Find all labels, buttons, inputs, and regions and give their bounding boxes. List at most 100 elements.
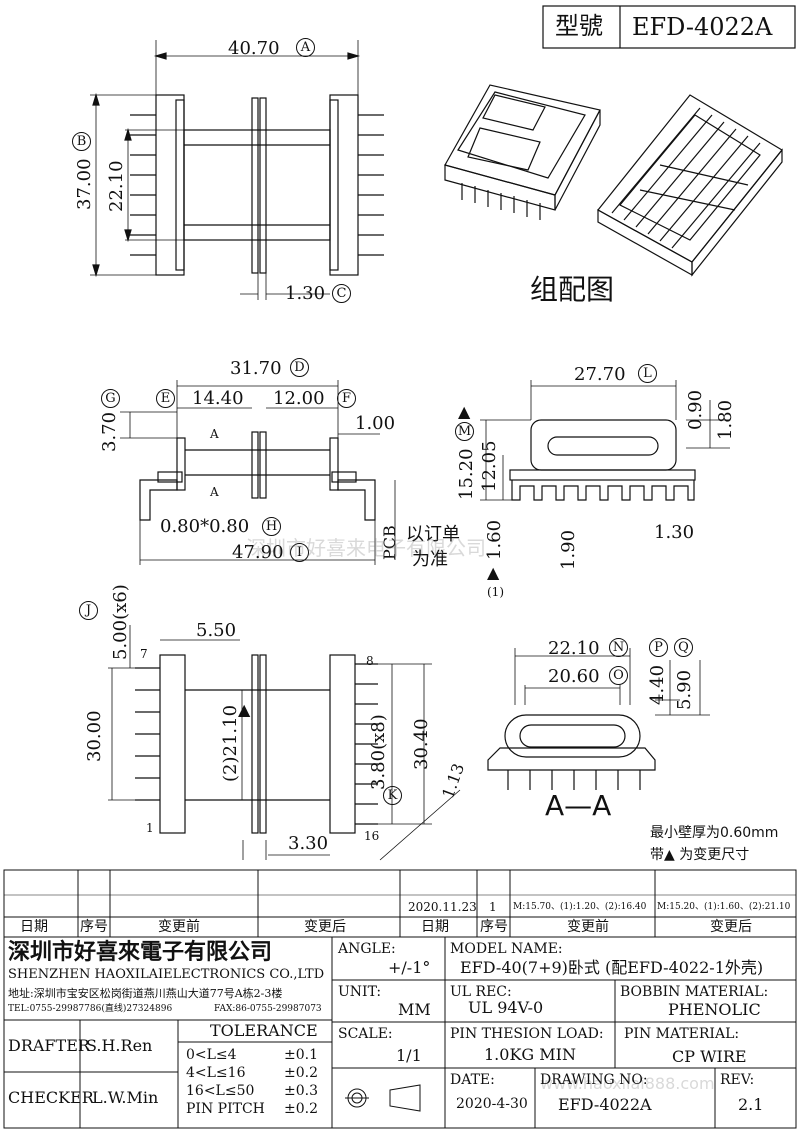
dim-e: 14.40 [192,388,244,409]
scale-label: SCALE: [338,1026,393,1042]
dim-j3: 30.00 [84,710,105,762]
dim-k2: 30.40 [411,718,432,770]
letter-i: I [290,543,309,562]
dim-m: 15.20 [456,448,477,500]
pin-1: 1 [146,821,154,835]
change-triangle-m: ▲ [458,402,471,421]
drawing-no-label: DRAWING NO: [540,1072,648,1088]
letter-a: A [296,38,315,57]
tolerance-label: TOLERANCE [210,1021,318,1040]
tol-value-4: ±0.2 [284,1101,318,1117]
dim-m3: 1.60 [484,519,505,560]
rev-label: REV: [720,1072,755,1088]
h-after-right: 变更后 [710,919,752,935]
letter-m: M [455,422,474,441]
front-view [480,380,730,501]
pin-7: 7 [140,647,148,661]
change-triangle-2: ▲ [238,700,251,719]
ul-value: UL 94V-0 [468,998,544,1017]
dim-l2: 0.90 [685,389,706,430]
letter-j: J [79,601,98,620]
dim-k: 3.80(x8) [368,714,389,790]
pin-material-label: PIN MATERIAL: [624,1026,740,1042]
unit-label: UNIT: [338,984,382,1000]
letter-d: D [290,358,309,377]
angle-value: +/-1° [388,958,431,977]
min-wall-note: 最小壁厚为0.60mm [650,825,779,841]
tol-range-3: 16<L≤50 [186,1083,255,1099]
bottom-view [108,625,461,861]
dim-c: 1.30 [285,283,326,304]
model-name-value: EFD-40(7+9)卧式 (配EFD-4022-1外壳) [460,958,764,977]
model-value: EFD-4022A [632,13,773,41]
change-note: 带▲ 为变更尺寸 [650,847,750,863]
dim-b: 37.00 [74,158,95,210]
pin-load-value: 1.0KG MIN [484,1045,576,1064]
pin-8: 8 [366,654,374,668]
company-name-en: SHENZHEN HAOXILAIELECTRONICS CO.,LTD [8,967,325,982]
rev-date: 2020.11.23 [408,900,477,914]
angle-label: ANGLE: [338,941,396,957]
rev-before: M:15.70、(1):1.20、(2):16.40 [513,902,647,912]
pin-material-value: CP WIRE [672,1047,747,1066]
tol-range-4: PIN PITCH [186,1101,265,1117]
section-mark-bottom: A [210,485,219,499]
dim-o: 20.60 [548,666,600,687]
dim-h: 0.80*0.80 [160,516,250,537]
letter-f: F [337,389,356,408]
h-seq-left: 序号 [80,919,108,935]
letter-h: H [262,517,281,536]
h-seq-right: 序号 [480,919,508,935]
bobbin-label: BOBBIN MATERIAL: [620,984,769,1000]
letter-g: G [101,389,120,408]
dim-j: 5.00(x6) [110,584,131,660]
date-label: DATE: [450,1072,495,1088]
assembly-iso-right [597,94,783,277]
section-view [487,648,710,790]
section-label: A—A [545,789,612,822]
tol-value-1: ±0.1 [284,1047,318,1063]
dim-m4: 1.90 [558,529,579,570]
bobbin-value: PHENOLIC [668,1000,761,1019]
title-block-lines [3,869,797,1129]
company-address: 地址:深圳市宝安区松岗街道燕川燕山大道77号A栋2-3楼 [8,987,283,1000]
dim-l: 27.70 [574,364,626,385]
dim-d: 31.70 [230,358,282,379]
letter-b: B [72,132,91,151]
drafter-label: DRAFTER [8,1036,90,1055]
assembly-iso-left [444,84,601,220]
dim-b2: 22.10 [106,160,127,212]
checker-value: L.W.Min [92,1088,159,1107]
letter-p: P [649,638,668,657]
change-triangle-1: ▲ [487,563,500,582]
dim-j2: 5.50 [196,620,237,641]
dim-g: 3.70 [99,411,120,452]
tol-value-3: ±0.3 [284,1083,318,1099]
rev-value: 2.1 [738,1095,764,1114]
watermark-url: www.haoxilai888.com [540,1074,715,1093]
letter-c: C [332,284,351,303]
dim-a: 40.70 [228,38,280,59]
rev-after: M:15.20、(1):1.60、(2):21.10 [657,902,791,912]
h-after-left: 变更后 [304,919,346,935]
letter-l: L [638,364,657,383]
dim-l3: 1.80 [715,399,736,440]
h-before-right: 变更前 [567,919,609,935]
letter-q: Q [674,638,693,657]
watermark-company: 深圳市好喜来电子有限公司 [246,536,486,560]
company-tel: TEL:0755-29987786(直线)27324896 [8,1004,173,1014]
dim-k4: 3.30 [288,833,329,854]
rev-seq: 1 [489,900,497,914]
h-date-right: 日期 [421,919,449,935]
company-fax: FAX:86-0755-29987073 [214,1004,322,1014]
letter-e: E [156,389,175,408]
drawing-no-value: EFD-4022A [558,1095,652,1114]
dim-f2: 1.00 [355,413,396,434]
letter-o: O [609,666,628,685]
dim-m5: 1.30 [654,522,695,543]
tol-range-1: 0<L≤4 [186,1047,237,1063]
h-date-left: 日期 [20,919,48,935]
pin-load-label: PIN THESION LOAD: [450,1026,604,1042]
checker-label: CHECKER [8,1088,94,1107]
